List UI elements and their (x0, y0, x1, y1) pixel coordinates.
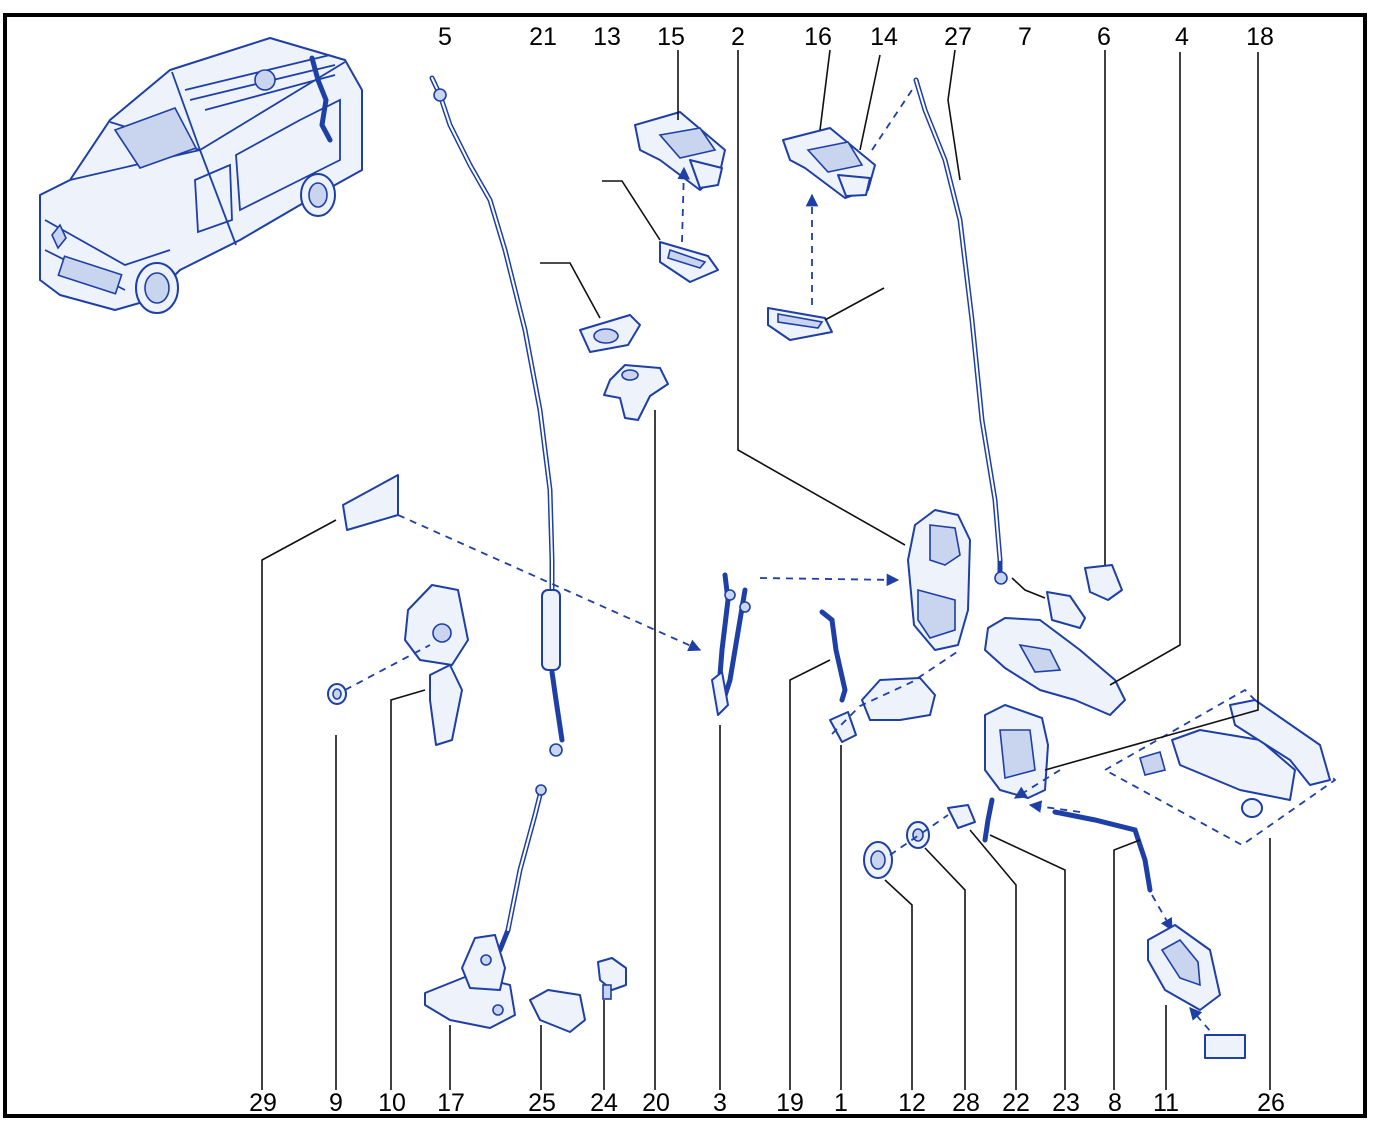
label-17: 17 (437, 1089, 465, 1117)
part-19-rod (819, 609, 848, 703)
part-10-striker (404, 584, 469, 746)
part-24-bolt (597, 957, 627, 1000)
label-16: 16 (804, 23, 832, 51)
rods-23-8 (982, 797, 1153, 893)
part-22-clip (947, 804, 976, 829)
label-25: 25 (528, 1089, 556, 1117)
lock-cylinder (829, 677, 936, 743)
part-11-inner-handle (1147, 924, 1221, 1011)
label-19: 19 (776, 1089, 804, 1117)
label-7: 7 (1018, 23, 1032, 51)
part-9-bumper (327, 683, 347, 705)
label-4: 4 (1175, 23, 1189, 51)
label-18: 18 (1246, 23, 1274, 51)
label-5: 5 (438, 23, 452, 51)
bottom-label-row: 29 9 10 17 25 24 20 3 19 1 12 28 22 23 8… (249, 1089, 1285, 1117)
part-25-bracket (529, 989, 586, 1033)
part-26-group (1103, 688, 1337, 847)
label-8: 8 (1108, 1089, 1122, 1117)
label-14: 14 (870, 23, 898, 51)
part-17-latch (424, 934, 516, 1029)
label-15: 15 (657, 23, 685, 51)
label-9: 9 (329, 1089, 343, 1117)
label-6: 6 (1097, 23, 1111, 51)
part-29-card (342, 474, 399, 531)
part-4-handle-base (984, 617, 1126, 716)
part-15-bracket (634, 111, 726, 191)
label-13: 13 (593, 23, 621, 51)
part-7-insert (1046, 591, 1086, 629)
part-20-hinge (603, 364, 669, 421)
label-11: 11 (1153, 1089, 1179, 1117)
part-6-cap (1084, 564, 1123, 601)
label-21: 21 (529, 23, 557, 51)
part-2-handle-frame (907, 509, 971, 651)
part-13-pad (659, 241, 719, 283)
part-18-lock (984, 704, 1049, 799)
label-1: 1 (834, 1089, 848, 1117)
top-label-row: 5 21 13 15 2 16 14 27 7 6 4 18 (438, 23, 1274, 51)
small-plate (1204, 1034, 1246, 1059)
part-28-ring (906, 821, 930, 849)
part-14-pad (767, 307, 833, 341)
label-23: 23 (1052, 1089, 1080, 1117)
part-16-bracket (782, 127, 876, 199)
label-3: 3 (713, 1089, 727, 1117)
part-3-rod (711, 572, 751, 716)
label-29: 29 (249, 1089, 277, 1117)
lower-cable (497, 784, 547, 953)
van-illustration (39, 37, 363, 314)
label-27: 27 (944, 23, 972, 51)
cable-5 (429, 75, 565, 757)
label-26: 26 (1257, 1089, 1285, 1117)
label-20: 20 (642, 1089, 670, 1117)
label-10: 10 (378, 1089, 406, 1117)
label-12: 12 (898, 1089, 926, 1117)
label-22: 22 (1002, 1089, 1030, 1117)
leader-lines (261, 49, 1271, 1090)
diagram-border (3, 13, 1367, 1118)
label-2: 2 (731, 23, 745, 51)
part-21-cap (579, 314, 641, 353)
label-28: 28 (952, 1089, 980, 1117)
part-12-knob (863, 841, 893, 879)
cable-27 (913, 77, 1008, 585)
label-24: 24 (590, 1089, 618, 1117)
